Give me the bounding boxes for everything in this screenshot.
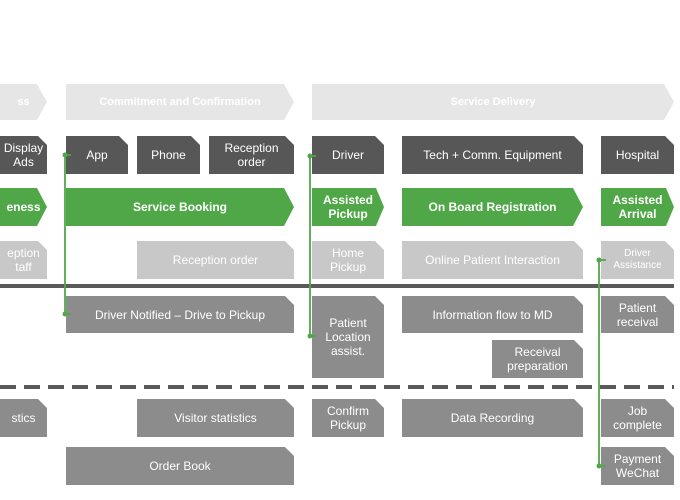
phase-commitment-confirmation: Commitment and Confirmation bbox=[66, 84, 294, 120]
channel-phone: Phone bbox=[137, 136, 200, 174]
support-statistics: stics bbox=[0, 399, 47, 437]
backstage-patient-receival: Patient receival bbox=[601, 296, 674, 333]
connector-dot bbox=[62, 152, 68, 158]
backstage-information-flow-md: Information flow to MD bbox=[402, 296, 583, 333]
connector-dot bbox=[596, 257, 602, 263]
frontstage-reception-order: Reception order bbox=[137, 241, 294, 279]
phase-service-delivery: Service Delivery bbox=[312, 84, 674, 120]
channel-reception-order: Reception order bbox=[209, 136, 294, 174]
frontstage-online-patient-interaction: Online Patient Interaction bbox=[402, 241, 583, 279]
connector-dot bbox=[596, 463, 602, 469]
stage-assisted-pickup: Assisted Pickup bbox=[312, 188, 384, 226]
connector-driver-assistance-to-payment bbox=[598, 259, 606, 467]
backstage-patient-location-assist: Patient Location assist. bbox=[312, 296, 384, 378]
stage-assisted-arrival: Assisted Arrival bbox=[601, 188, 674, 226]
stage-on-board-registration: On Board Registration bbox=[402, 188, 583, 226]
frontstage-reception-staff: eption taff bbox=[0, 241, 47, 279]
connector-dot bbox=[62, 311, 68, 317]
backstage-driver-notified: Driver Notified – Drive to Pickup bbox=[66, 296, 294, 333]
frontstage-driver-assistance: Driver Assistance bbox=[601, 241, 674, 279]
channel-app: App bbox=[66, 136, 128, 174]
stage-awareness: eness bbox=[0, 188, 47, 226]
line-of-internal-interaction bbox=[0, 385, 674, 389]
support-payment-wechat: Payment WeChat bbox=[601, 447, 674, 485]
support-job-complete: Job complete bbox=[601, 399, 674, 437]
channel-driver: Driver bbox=[312, 136, 384, 174]
phase-awareness: ss bbox=[0, 84, 47, 120]
connector-app-to-driver-notified bbox=[64, 154, 71, 315]
frontstage-home-pickup: Home Pickup bbox=[312, 241, 384, 279]
line-of-visibility bbox=[0, 284, 674, 288]
channel-tech-comm-equipment: Tech + Comm. Equipment bbox=[402, 136, 583, 174]
support-data-recording: Data Recording bbox=[402, 399, 583, 437]
stage-service-booking: Service Booking bbox=[66, 188, 294, 226]
channel-display-ads: Display Ads bbox=[0, 136, 47, 174]
backstage-receival-preparation: Receival preparation bbox=[492, 340, 583, 378]
support-confirm-pickup: Confirm Pickup bbox=[312, 399, 384, 437]
support-visitor-statistics: Visitor statistics bbox=[137, 399, 294, 437]
connector-driver-to-patient-location bbox=[309, 155, 316, 337]
support-order-book: Order Book bbox=[66, 447, 294, 485]
connector-dot bbox=[307, 153, 313, 159]
connector-dot bbox=[307, 333, 313, 339]
channel-hospital: Hospital bbox=[601, 136, 674, 174]
